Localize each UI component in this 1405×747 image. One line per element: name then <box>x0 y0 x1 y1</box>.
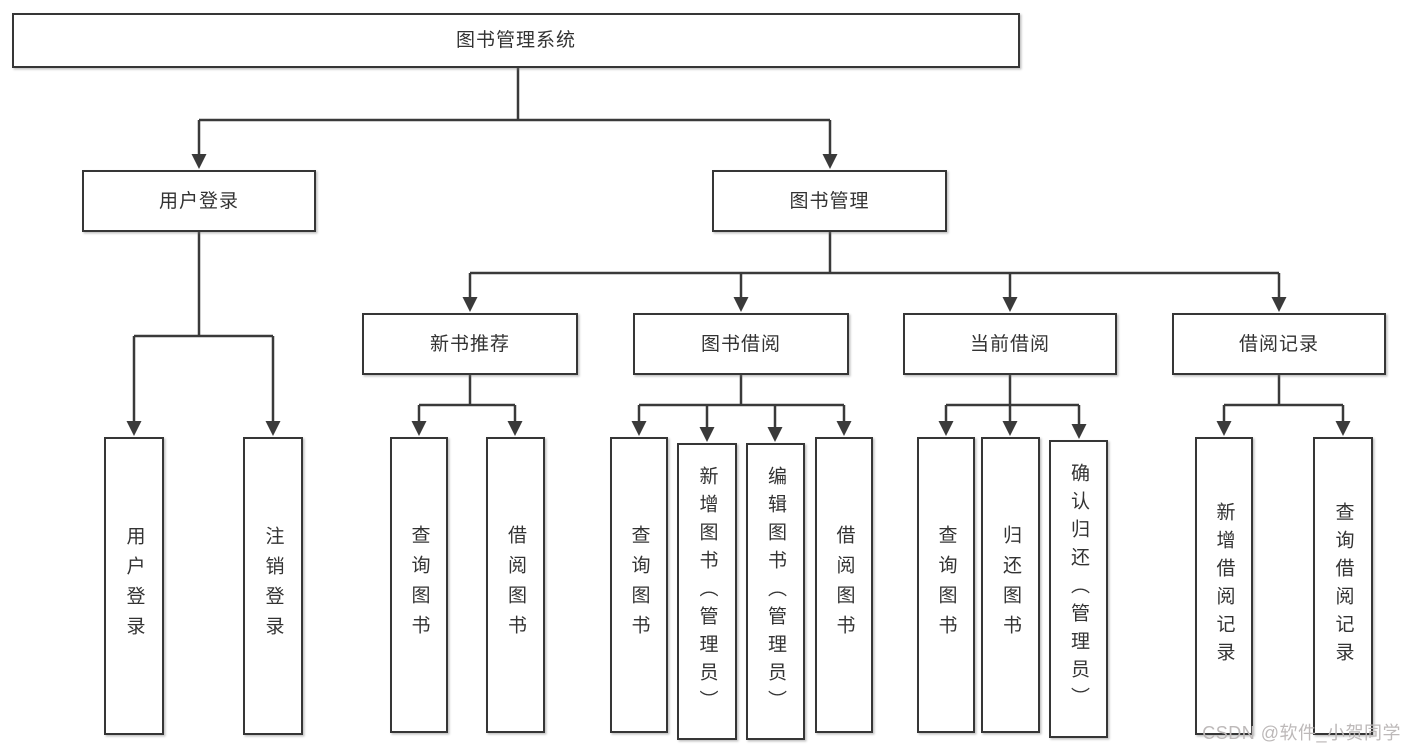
leaf-borrow-books-recommend: 借阅图书 <box>486 437 545 733</box>
leaf-add-books-admin: 新增图书（管理员） <box>677 443 737 740</box>
leaf-add-borrow-record: 新增借阅记录 <box>1195 437 1253 735</box>
leaf-query-books-borrowing: 查询图书 <box>610 437 668 733</box>
leaf-query-borrow-record: 查询借阅记录 <box>1313 437 1373 735</box>
node-new-book-recommend: 新书推荐 <box>362 313 578 375</box>
node-book-management: 图书管理 <box>712 170 947 232</box>
leaf-edit-books-admin: 编辑图书（管理员） <box>746 443 805 740</box>
node-current-borrowing: 当前借阅 <box>903 313 1117 375</box>
leaf-query-books-recommend: 查询图书 <box>390 437 448 733</box>
leaf-confirm-return-admin: 确认归还（管理员） <box>1049 440 1108 738</box>
leaf-borrow-books-borrowing: 借阅图书 <box>815 437 873 733</box>
node-book-borrowing: 图书借阅 <box>633 313 849 375</box>
node-borrowing-records: 借阅记录 <box>1172 313 1386 375</box>
leaf-return-books: 归还图书 <box>981 437 1040 733</box>
node-root-system: 图书管理系统 <box>12 13 1020 68</box>
leaf-user-login: 用户登录 <box>104 437 164 735</box>
node-user-login: 用户登录 <box>82 170 316 232</box>
leaf-logout: 注销登录 <box>243 437 303 735</box>
leaf-query-books-current: 查询图书 <box>917 437 975 733</box>
csdn-watermark: CSDN @软件_小贺同学 <box>1202 723 1401 743</box>
